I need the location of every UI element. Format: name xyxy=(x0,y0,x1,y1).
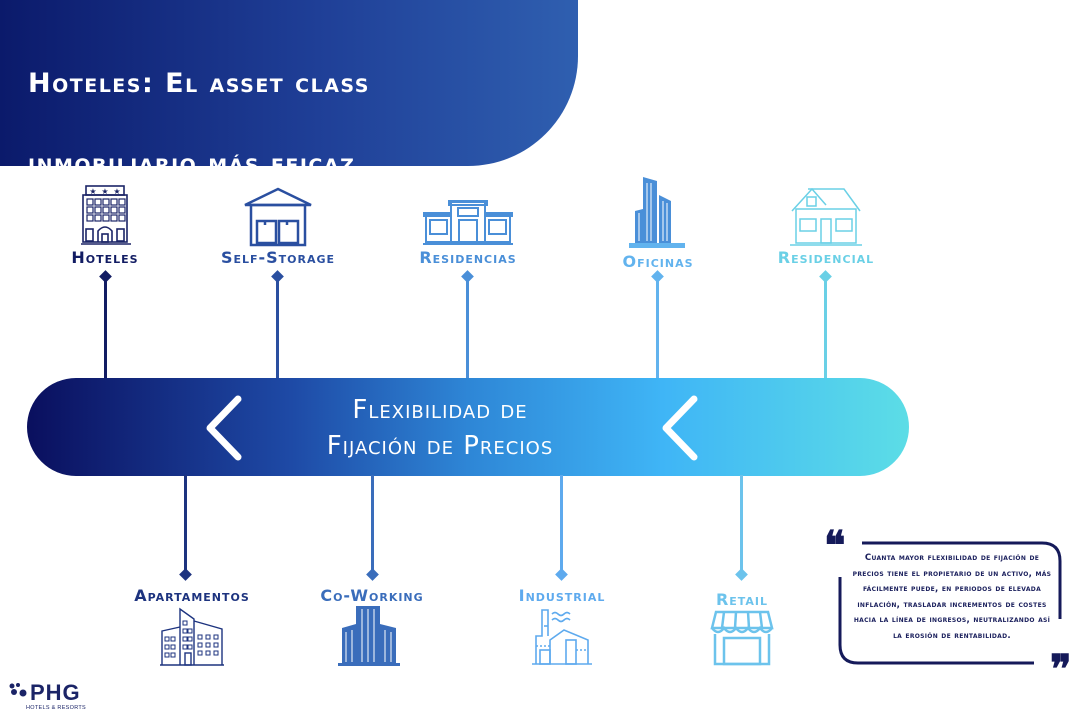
window xyxy=(86,214,94,222)
window xyxy=(94,198,102,206)
connector-line xyxy=(184,475,187,573)
center-bar-title: Flexibilidad de Fijación de Precios xyxy=(250,392,630,464)
connector-line xyxy=(371,475,374,573)
window xyxy=(118,198,126,206)
factory-icon xyxy=(532,609,592,665)
shop-icon xyxy=(710,610,774,666)
quote-frame xyxy=(838,541,1062,665)
window xyxy=(86,198,94,206)
window xyxy=(213,642,219,648)
window xyxy=(197,634,203,640)
window xyxy=(197,642,203,648)
window xyxy=(110,214,118,222)
logo-subtitle: HOTELS & RESORTS xyxy=(26,705,87,711)
coworking-tower-icon xyxy=(338,606,400,666)
window xyxy=(110,198,118,206)
connector-diamond xyxy=(735,568,748,581)
connector-diamond xyxy=(366,568,379,581)
category-label-residencial: Residencial xyxy=(777,248,875,267)
window xyxy=(170,644,176,650)
svg-text:★: ★ xyxy=(101,187,108,196)
window xyxy=(164,644,170,650)
window xyxy=(170,636,176,642)
window xyxy=(182,644,188,650)
residence-building-icon xyxy=(423,200,513,245)
connector-diamond xyxy=(555,568,568,581)
category-label-retail: Retail xyxy=(715,590,769,609)
center-bar-line-2: Fijación de Precios xyxy=(326,431,554,461)
logo-cluster-icon xyxy=(9,683,27,697)
apartments-icon xyxy=(160,607,224,666)
title-banner: Hoteles: El asset class inmobiliario más… xyxy=(0,0,578,259)
window xyxy=(102,214,110,222)
open-quote-icon: ❝ xyxy=(824,522,846,569)
logo-name: PHG xyxy=(30,680,81,705)
page-title: Hoteles: El asset class inmobiliario más… xyxy=(28,24,370,304)
window xyxy=(182,628,188,634)
window xyxy=(94,206,102,214)
house-icon xyxy=(790,187,862,246)
window xyxy=(164,652,170,658)
window xyxy=(213,634,219,640)
center-bar xyxy=(27,378,909,476)
connector-diamond xyxy=(179,568,192,581)
window xyxy=(170,652,176,658)
chevron-left-icon xyxy=(206,395,242,461)
quote-text: Cuanta mayor flexibilidad de fijación de… xyxy=(852,553,1052,641)
connector-line xyxy=(740,475,743,573)
category-label-industrial: Industrial xyxy=(518,586,606,605)
category-label-co-working: Co-Working xyxy=(320,586,424,605)
window xyxy=(187,636,193,642)
window xyxy=(94,214,102,222)
window xyxy=(118,206,126,214)
center-bar-line-1: Flexibilidad de xyxy=(352,395,528,425)
close-quote-icon: ❞ xyxy=(1050,646,1072,693)
office-towers-icon xyxy=(629,177,685,248)
window xyxy=(205,634,211,640)
window xyxy=(182,620,188,626)
svg-text:★: ★ xyxy=(89,187,96,196)
connector-line xyxy=(560,475,563,573)
window xyxy=(86,206,94,214)
connector-line xyxy=(824,276,827,380)
category-label-apartamentos: Apartamentos xyxy=(134,586,250,605)
connector-line xyxy=(104,276,107,380)
window xyxy=(110,206,118,214)
window xyxy=(205,650,211,656)
window xyxy=(197,650,203,656)
connector-line xyxy=(276,276,279,380)
window xyxy=(187,628,193,634)
window xyxy=(213,650,219,656)
svg-text:★: ★ xyxy=(113,187,120,196)
storage-warehouse-icon xyxy=(244,187,312,247)
window xyxy=(102,206,110,214)
category-label-residencias: Residencias xyxy=(419,248,517,267)
window xyxy=(118,214,126,222)
connector-line xyxy=(466,276,469,380)
window xyxy=(187,644,193,650)
category-label-self-storage: Self-Storage xyxy=(220,248,336,267)
hotel-icon: ★ ★ ★ xyxy=(81,185,131,245)
connector-line xyxy=(656,276,659,380)
window xyxy=(102,198,110,206)
chevron-left-icon xyxy=(662,395,698,461)
window xyxy=(164,636,170,642)
window xyxy=(182,636,188,642)
category-label-oficinas: Oficinas xyxy=(622,252,694,271)
window xyxy=(205,642,211,648)
category-label-hoteles: Hoteles xyxy=(71,248,139,267)
title-line-2: inmobiliario más eficaz xyxy=(28,148,356,179)
title-line-1: Hoteles: El asset class xyxy=(28,68,370,99)
